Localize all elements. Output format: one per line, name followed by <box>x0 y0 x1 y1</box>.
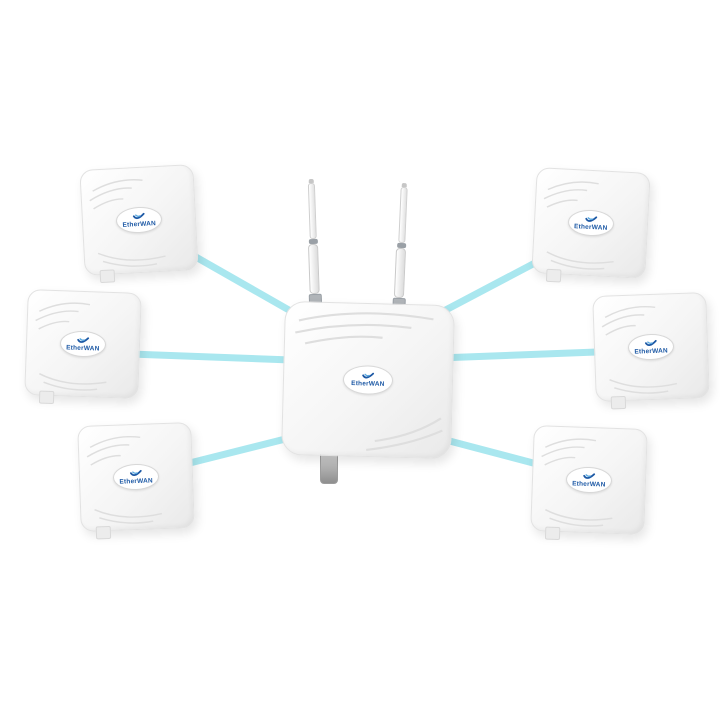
etherwan-bird-icon <box>585 215 598 222</box>
etherwan-bird-icon <box>583 472 596 479</box>
wireless-ap-right-top: EtherWAN <box>531 167 651 283</box>
etherwan-logo: EtherWAN <box>115 205 163 235</box>
etherwan-logo: EtherWAN <box>112 463 160 491</box>
antenna-tube <box>307 243 320 295</box>
antenna-tube <box>393 247 407 299</box>
etherwan-logo: EtherWAN <box>59 330 107 358</box>
brand-text: EtherWAN <box>119 476 153 486</box>
etherwan-logo: EtherWAN <box>627 333 675 361</box>
etherwan-bird-icon <box>644 339 657 346</box>
central-access-point: EtherWAN <box>281 300 455 460</box>
mount-tab <box>610 395 627 410</box>
brand-text: EtherWAN <box>573 222 608 232</box>
antenna-rod <box>397 186 408 244</box>
antenna-rod <box>307 182 317 240</box>
brand-text: EtherWAN <box>351 380 385 388</box>
etherwan-bird-icon <box>77 336 90 343</box>
brand-text: EtherWAN <box>634 346 668 356</box>
etherwan-logo: EtherWAN <box>565 466 613 494</box>
wireless-ap-left-middle: EtherWAN <box>24 289 142 405</box>
mount-tab <box>95 525 112 540</box>
etherwan-bird-icon <box>132 212 145 219</box>
brand-text: EtherWAN <box>122 219 157 229</box>
mount-tab <box>99 269 116 284</box>
etherwan-bird-icon <box>129 469 142 476</box>
mount-tab <box>545 268 562 283</box>
wireless-ap-right-bottom: EtherWAN <box>530 425 648 541</box>
etherwan-logo: EtherWAN <box>567 208 615 238</box>
mount-tab <box>544 526 561 541</box>
brand-text: EtherWAN <box>66 343 100 353</box>
wireless-ap-right-middle: EtherWAN <box>592 292 710 410</box>
wireless-ap-left-bottom: EtherWAN <box>77 422 195 540</box>
etherwan-bird-icon <box>362 372 375 379</box>
wireless-ap-left-top: EtherWAN <box>79 164 199 284</box>
mount-tab <box>38 390 55 405</box>
brand-text: EtherWAN <box>572 479 606 489</box>
etherwan-logo: EtherWAN <box>342 364 394 396</box>
